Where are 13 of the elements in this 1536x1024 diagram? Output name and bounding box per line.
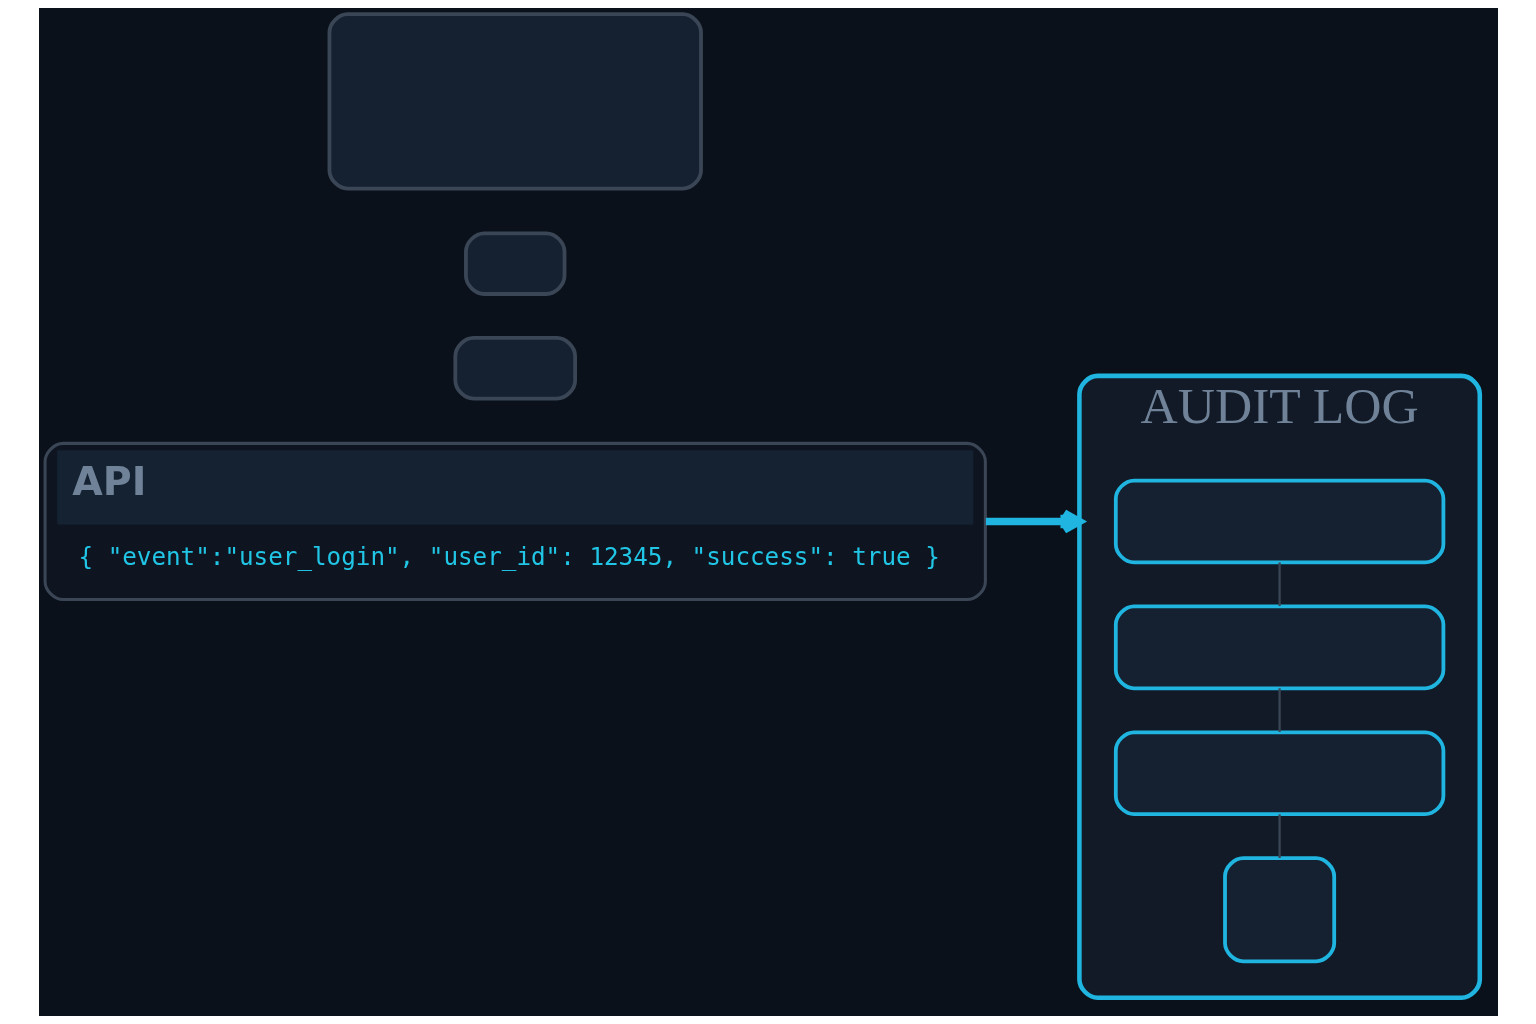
connector [1277,688,1281,732]
node-box [1113,478,1445,565]
node-box [452,336,577,401]
node-box [463,231,566,296]
node-box [1113,730,1445,817]
node-box [327,12,703,191]
arrow [985,509,1084,534]
cluster: AUDIT LOG [1076,373,1482,1000]
node-box [1222,856,1336,964]
node-box [1113,604,1445,691]
connector [1277,814,1281,858]
connector [1277,562,1281,607]
node-box: API { "event":"user_login", "user_id": 12345, "success": true } [43,441,987,602]
